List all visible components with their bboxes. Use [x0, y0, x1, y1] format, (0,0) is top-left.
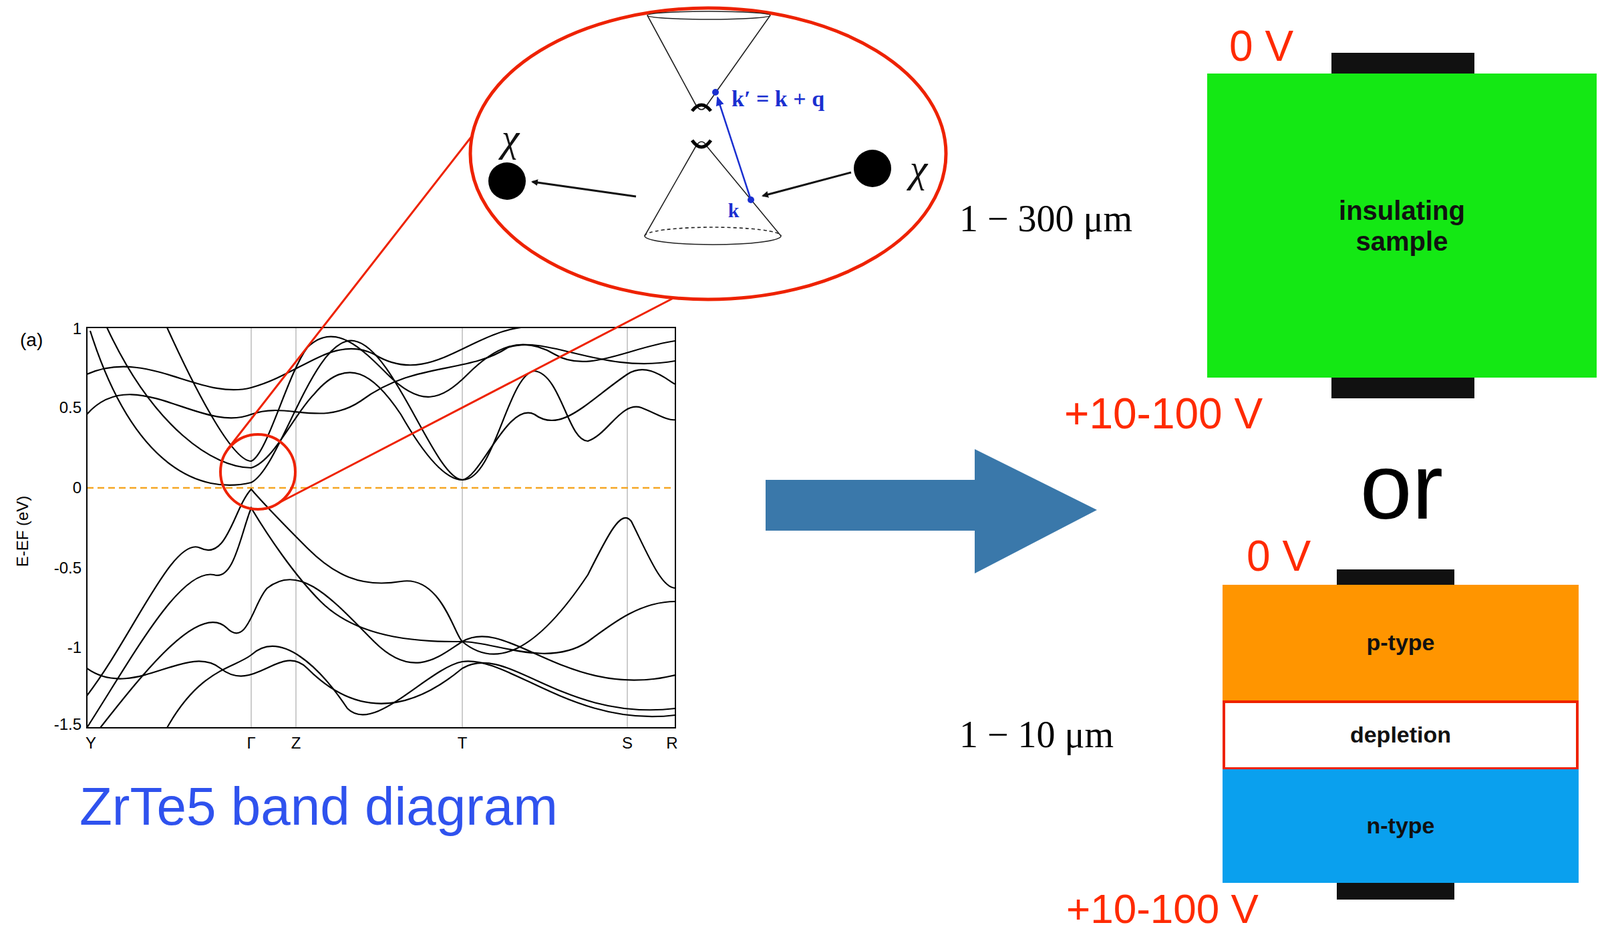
- box-label: p-type: [1366, 629, 1435, 656]
- cone-base: [644, 235, 781, 245]
- axis-tick-label: 1: [72, 320, 82, 338]
- thickness-label: 1 − 300 μm: [959, 198, 1133, 240]
- voltage-label: 0 V: [1229, 22, 1294, 70]
- band-curve: [86, 660, 676, 710]
- zoom-circle: [220, 434, 296, 510]
- band-curve: [167, 327, 676, 461]
- k-point-label: Y: [85, 734, 97, 752]
- voltage-label: +10-100 V: [1066, 885, 1259, 932]
- big-arrow: [765, 448, 1097, 574]
- band-edge: [692, 140, 711, 147]
- caption: ZrTe5 band diagram: [79, 776, 558, 836]
- dark-matter-particle: [853, 149, 892, 188]
- band-curve: [86, 344, 676, 418]
- k-point: [747, 196, 755, 204]
- axis-tick-label: -1: [67, 638, 82, 657]
- electrode: [1331, 376, 1475, 399]
- box-label: insulating sample: [1308, 195, 1496, 257]
- thickness-label: 1 − 10 μm: [959, 714, 1114, 756]
- insulating-sample-box: insulating sample: [1207, 73, 1597, 378]
- k-point-label: T: [457, 734, 468, 752]
- k-point-label: Γ: [246, 734, 256, 752]
- zoom-ellipse-art: [467, 5, 949, 302]
- zoom-ellipse: [470, 8, 946, 300]
- incoming-arrow: [762, 172, 852, 196]
- band-curve: [90, 330, 676, 486]
- band-curve: [86, 489, 676, 696]
- k-point-label: S: [621, 734, 633, 752]
- n-type-layer: n-type: [1222, 768, 1579, 883]
- zoom-leader: [227, 93, 506, 450]
- cone-rim: [647, 11, 771, 20]
- band-curve: [167, 646, 676, 728]
- band-edge: [692, 104, 711, 111]
- momentum-transfer-arrow: [717, 97, 751, 200]
- axis-tick-label: -1.5: [54, 715, 82, 733]
- k-prime-point: [712, 88, 719, 96]
- axis-tick-label: 0: [72, 478, 82, 497]
- fermi-level: [86, 487, 676, 490]
- voltage-label: 0 V: [1246, 532, 1311, 580]
- lower-cone: [644, 141, 781, 236]
- panel-label: (a): [20, 330, 43, 351]
- grid-line: [626, 327, 628, 728]
- box-label: depletion: [1350, 721, 1452, 748]
- k-point-label: R: [666, 734, 678, 752]
- particle-label: χ: [909, 146, 928, 191]
- electrode: [1336, 881, 1455, 900]
- electrode: [1336, 569, 1455, 586]
- plot-frame: [86, 327, 676, 728]
- k-point-label: Z: [291, 734, 302, 752]
- p-type-layer: p-type: [1222, 584, 1579, 701]
- axis-title: E-EF (eV): [14, 495, 32, 568]
- band-curve: [86, 327, 522, 390]
- axis-tick-label: -0.5: [54, 559, 82, 577]
- particle-label: χ: [501, 115, 520, 160]
- band-plot: [86, 327, 676, 728]
- depletion-layer: depletion: [1222, 700, 1579, 770]
- outgoing-arrow: [532, 181, 636, 197]
- band-curve: [100, 579, 676, 728]
- dark-matter-particle: [488, 162, 526, 200]
- band-curves: [86, 327, 676, 728]
- voltage-label: +10-100 V: [1064, 390, 1263, 437]
- box-label: n-type: [1366, 812, 1435, 839]
- zoom-callout: χ χ k′ = k + q k: [467, 5, 949, 302]
- axis-tick-label: 0.5: [59, 398, 82, 417]
- zoom-leader: [280, 297, 674, 502]
- electrode: [1331, 52, 1475, 75]
- or-label: or: [1360, 434, 1444, 538]
- grid-line: [295, 327, 297, 728]
- momentum-label: k′ = k + q: [731, 86, 825, 111]
- momentum-label: k: [728, 199, 740, 222]
- band-curve: [86, 507, 676, 728]
- cone-base-back: [644, 227, 781, 236]
- band-curve: [106, 327, 676, 480]
